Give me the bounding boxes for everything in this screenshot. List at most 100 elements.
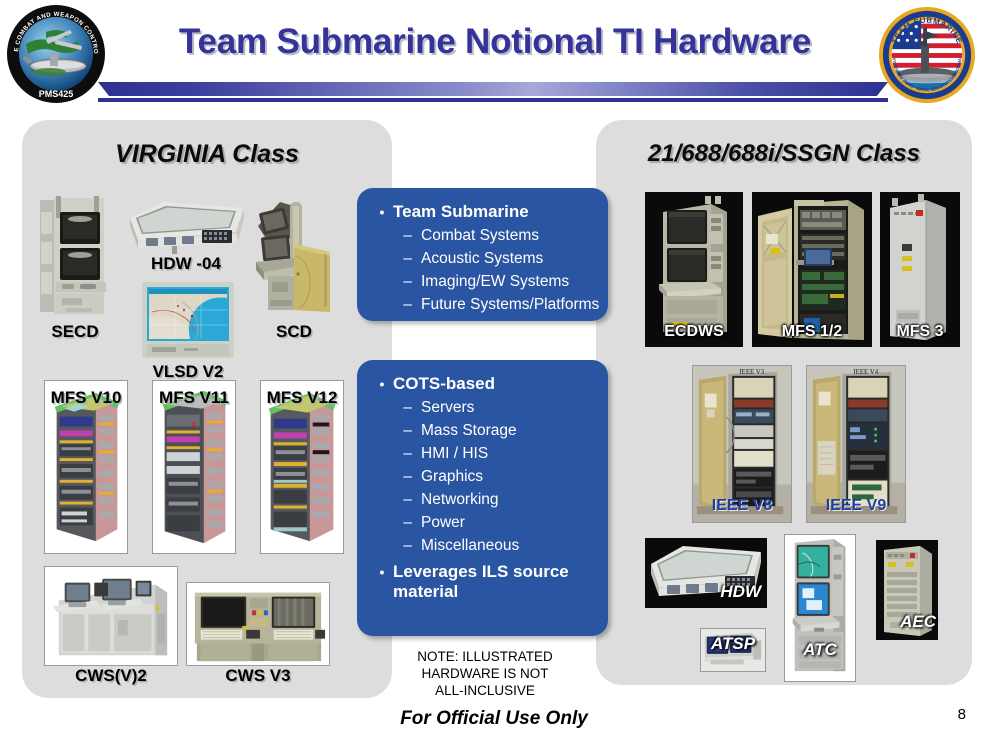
console-display-cabinet-icon — [36, 196, 114, 318]
callout-sub-item: – Acoustic Systems — [369, 248, 596, 270]
bullet-marker-icon: • — [379, 376, 385, 392]
hardware-item-mfs-v11[interactable]: MFS V11 — [152, 380, 236, 554]
hardware-item-cws-v3[interactable]: CWS V3 — [186, 582, 330, 688]
dash-marker-icon: – — [403, 296, 412, 313]
svg-text:PMS425: PMS425 — [39, 89, 74, 99]
display-workstation-cabinet-icon — [645, 192, 743, 347]
open-rack-cabinet-icon: IEEE V4 — [806, 365, 906, 523]
title-underline-line — [98, 98, 888, 102]
dash-marker-icon: – — [403, 227, 412, 244]
pms425-seal-icon: PMS425 SUBMARINE COMBAT AND WEAPON CONTR… — [6, 4, 106, 104]
hardware-label-mfs-v11: MFS V11 — [159, 388, 229, 407]
callout-cots-based: • COTS-based – Servers – Mass Storage – … — [357, 360, 608, 636]
horizontal-display-workstation-icon — [645, 538, 767, 608]
callout-sub-item: – Miscellaneous — [369, 535, 596, 557]
dash-marker-icon: – — [403, 445, 412, 462]
classification-footer: For Official Use Only — [400, 708, 588, 729]
callout-bullet-heading: • Leverages ILS source material — [371, 562, 596, 602]
open-rack-cabinet-icon: IEEE V3 — [692, 365, 792, 523]
illustration-note: NOTE: ILLUSTRATED HARDWARE IS NOT ALL-IN… — [392, 648, 578, 699]
page-number: 8 — [957, 706, 966, 723]
page-title: Team Submarine Notional TI Hardware — [178, 22, 812, 61]
title-underline-bar — [98, 82, 888, 96]
hardware-label-ieee-v9: IEEE V9 — [825, 497, 887, 514]
horizontal-display-workstation-icon — [124, 196, 248, 258]
hardware-item-mfs-12[interactable]: MFS 1/2 — [752, 192, 872, 347]
hardware-item-mfs-v12[interactable]: MFS V12 — [260, 380, 344, 554]
dash-marker-icon: – — [403, 537, 412, 554]
hardware-label-scd: SCD — [276, 322, 312, 341]
callout-sub-item: – Mass Storage — [369, 420, 596, 442]
hardware-item-cws-v2[interactable]: CWS(V)2 — [44, 566, 178, 688]
equipment-rack-icon — [260, 380, 344, 554]
hardware-item-aec[interactable]: AEC — [876, 540, 938, 640]
hardware-label-cws-v2: CWS(V)2 — [75, 666, 147, 685]
dash-marker-icon: – — [403, 250, 412, 267]
command-workstation-icon — [186, 582, 330, 666]
dash-marker-icon: – — [403, 468, 412, 485]
hardware-item-hdw04[interactable]: HDW -04 — [124, 196, 248, 286]
dash-marker-icon: – — [403, 422, 412, 439]
hardware-item-mfs-v10[interactable]: MFS V10 — [44, 380, 128, 554]
note-line-1: NOTE: ILLUSTRATED — [417, 649, 553, 664]
hardware-label-mfs-12: MFS 1/2 — [781, 323, 843, 340]
command-workstation-icon — [44, 566, 178, 666]
callout-bullet-heading: • COTS-based — [371, 374, 596, 394]
hardware-item-atc[interactable]: ATC — [784, 534, 856, 682]
hardware-label-hdw: HDW — [720, 582, 761, 601]
flat-panel-chart-display-icon — [138, 280, 238, 362]
callout-sub-item: – Combat Systems — [369, 225, 596, 247]
hardware-label-hdw04: HDW -04 — [151, 254, 221, 273]
bullet-marker-icon: • — [379, 204, 385, 220]
slide-header: PMS425 SUBMARINE COMBAT AND WEAPON CONTR… — [0, 0, 988, 112]
dash-marker-icon: – — [403, 273, 412, 290]
svg-text:IEEE V4: IEEE V4 — [853, 369, 878, 376]
note-line-2: HARDWARE IS NOT — [421, 666, 549, 681]
tall-console-display-icon — [784, 534, 856, 682]
hardware-item-ieee-v9[interactable]: IEEE V4 IEEE V9 — [806, 365, 906, 523]
callout-sub-item: – HMI / HIS — [369, 443, 596, 465]
callout-sub-item: – Power — [369, 512, 596, 534]
hardware-label-ieee-v8: IEEE V8 — [711, 497, 773, 514]
hardware-label-cws-v3: CWS V3 — [225, 666, 291, 685]
hardware-item-hdw[interactable]: HDW — [645, 538, 767, 608]
callout-sub-item: – Graphics — [369, 466, 596, 488]
dash-marker-icon: – — [403, 399, 412, 416]
open-equipment-cabinet-icon — [752, 192, 872, 347]
sonar-console-display-icon — [250, 196, 338, 320]
hardware-label-vlsd-v2: VLSD V2 — [152, 362, 224, 381]
hardware-item-secd[interactable]: SECD — [36, 196, 114, 346]
dash-marker-icon: – — [403, 491, 412, 508]
team-submarine-seal-icon: TEAM SUBMARINE NAVY SECNAV (RDA) - NAVAL… — [878, 6, 976, 104]
callout-bullet-heading: • Team Submarine — [371, 202, 596, 222]
hardware-label-secd: SECD — [51, 322, 99, 341]
callout-sub-item: – Imaging/EW Systems — [369, 271, 596, 293]
hardware-label-ecdws: ECDWS — [664, 323, 724, 340]
callout-sub-item: – Networking — [369, 489, 596, 511]
hardware-item-atsp[interactable]: ATSP — [700, 628, 766, 672]
bullet-marker-icon: • — [379, 564, 385, 580]
hardware-label-mfs-v12: MFS V12 — [266, 388, 338, 407]
note-line-3: ALL-INCLUSIVE — [435, 683, 535, 698]
hardware-label-mfs-3: MFS 3 — [896, 323, 944, 340]
hardware-item-ecdws[interactable]: ECDWS — [645, 192, 743, 347]
hardware-label-mfs-v10: MFS V10 — [50, 388, 122, 407]
dash-marker-icon: – — [403, 514, 412, 531]
hardware-item-mfs-3[interactable]: MFS 3 — [880, 192, 960, 347]
hardware-label-aec: AEC — [900, 612, 936, 631]
hardware-label-atsp: ATSP — [710, 634, 756, 653]
callout-sub-item: – Future Systems/Platforms — [369, 294, 599, 316]
electronics-cabinet-icon — [876, 540, 938, 640]
callout-sub-item: – Servers — [369, 397, 596, 419]
ssgn-class-heading: 21/688/688i/SSGN Class — [647, 140, 921, 167]
hardware-item-vlsd-v2[interactable]: VLSD V2 — [138, 280, 238, 388]
hardware-label-atc: ATC — [803, 640, 837, 659]
hardware-item-scd[interactable]: SCD — [250, 196, 338, 346]
callout-team-submarine: • Team Submarine – Combat Systems – Acou… — [357, 188, 608, 321]
dual-screen-console-icon — [700, 628, 766, 672]
equipment-rack-icon — [44, 380, 128, 554]
closed-equipment-cabinet-icon — [880, 192, 960, 347]
hardware-item-ieee-v8[interactable]: IEEE V3 IEEE V8 — [692, 365, 792, 523]
svg-text:IEEE V3: IEEE V3 — [739, 369, 764, 376]
virginia-class-heading: VIRGINIA Class — [115, 140, 299, 168]
